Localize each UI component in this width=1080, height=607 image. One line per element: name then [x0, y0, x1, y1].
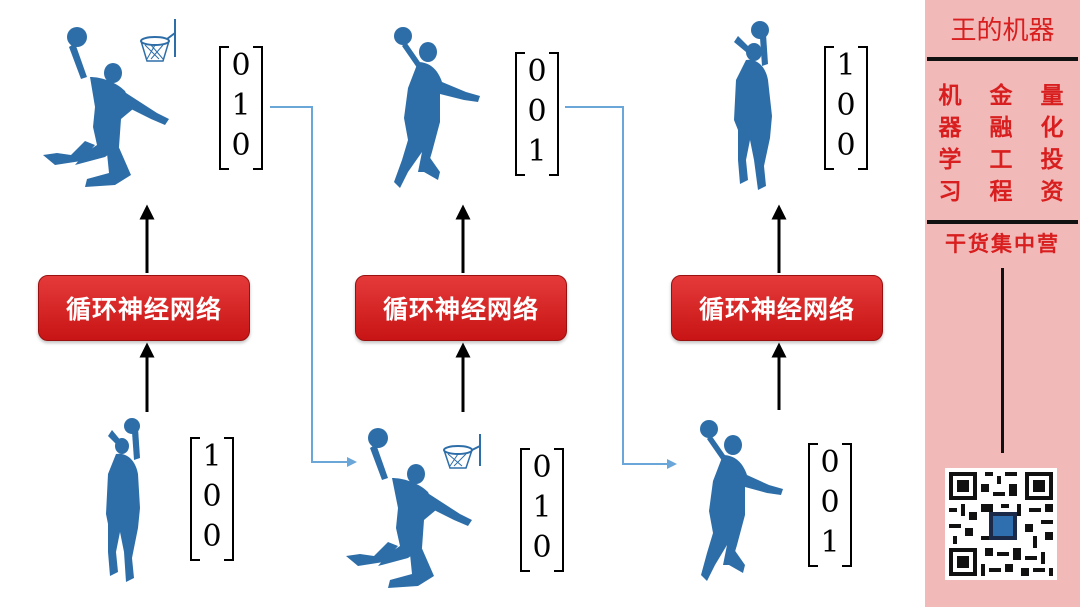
column-char: 工 — [989, 146, 1013, 173]
column-char: 资 — [1040, 178, 1064, 205]
vector-entry: 0 — [820, 485, 840, 520]
vector-entry: 0 — [527, 94, 547, 129]
sidebar-column-1: 机 器 学 习 — [935, 80, 965, 208]
input-vector-3: 0 0 1 — [806, 443, 854, 567]
input-vector-2: 0 1 0 — [518, 448, 566, 572]
vector-entry: 1 — [202, 439, 222, 474]
output-vector-3: 1 0 0 — [822, 46, 870, 170]
column-char: 机 — [938, 82, 962, 109]
vector-entry: 0 — [202, 479, 222, 514]
divider — [927, 57, 1078, 61]
vector-entry: 0 — [231, 128, 251, 163]
output-vector-2: 0 0 1 — [513, 52, 561, 176]
column-char: 投 — [1040, 146, 1064, 173]
player-shooting-icon — [106, 418, 140, 582]
vector-entry: 1 — [820, 525, 840, 560]
column-char: 融 — [989, 114, 1013, 141]
connector-output-1-to-input-2 — [270, 106, 357, 467]
player-passing-icon — [700, 420, 783, 581]
input-vector-1: 1 0 0 — [188, 437, 236, 561]
vector-entry: 0 — [231, 48, 251, 83]
sidebar-column-3: 量 化 投 资 — [1037, 80, 1067, 208]
vector-entry: 1 — [527, 134, 547, 169]
rnn-block-1: 循环神经网络 — [38, 275, 250, 341]
vector-entry: 0 — [532, 450, 552, 485]
vector-entry: 0 — [202, 519, 222, 554]
column-char: 化 — [1040, 114, 1064, 141]
sidebar-title: 王的机器 — [950, 16, 1055, 46]
player-shooting-icon — [734, 21, 772, 190]
basketball-hoop-icon — [443, 434, 481, 469]
vector-entry: 0 — [836, 128, 856, 163]
column-char: 金 — [989, 82, 1013, 109]
vector-entry: 1 — [532, 490, 552, 525]
divider — [927, 220, 1078, 224]
vector-entry: 0 — [820, 445, 840, 480]
vector-entry: 1 — [231, 88, 251, 123]
sidebar-bottom-label: 干货集中营 — [945, 231, 1060, 256]
basketball-hoop-icon — [140, 19, 176, 62]
player-passing-icon — [394, 27, 480, 188]
vertical-divider — [1001, 268, 1004, 453]
vector-entry: 0 — [532, 530, 552, 565]
connector-layer — [139, 106, 787, 469]
column-char: 量 — [1040, 82, 1064, 109]
vector-entry: 0 — [836, 88, 856, 123]
vector-entry: 1 — [836, 48, 856, 83]
sidebar-column-2: 金 融 工 程 — [986, 80, 1016, 208]
output-vector-1: 0 1 0 — [217, 46, 265, 170]
vector-entry: 0 — [527, 54, 547, 89]
column-char: 习 — [938, 178, 962, 205]
player-dunking-icon — [43, 19, 176, 187]
rnn-block-3: 循环神经网络 — [671, 275, 883, 341]
rnn-block-2: 循环神经网络 — [355, 275, 567, 341]
column-char: 程 — [989, 178, 1013, 205]
column-char: 器 — [938, 114, 962, 141]
sidebar-banner: 王的机器 机 器 学 习 金 融 工 程 量 化 投 资 干货集中营 — [925, 0, 1080, 607]
column-char: 学 — [938, 146, 962, 173]
player-dunking-icon — [346, 428, 481, 588]
qr-code-icon — [945, 468, 1057, 580]
connector-output-2-to-input-3 — [565, 106, 677, 469]
